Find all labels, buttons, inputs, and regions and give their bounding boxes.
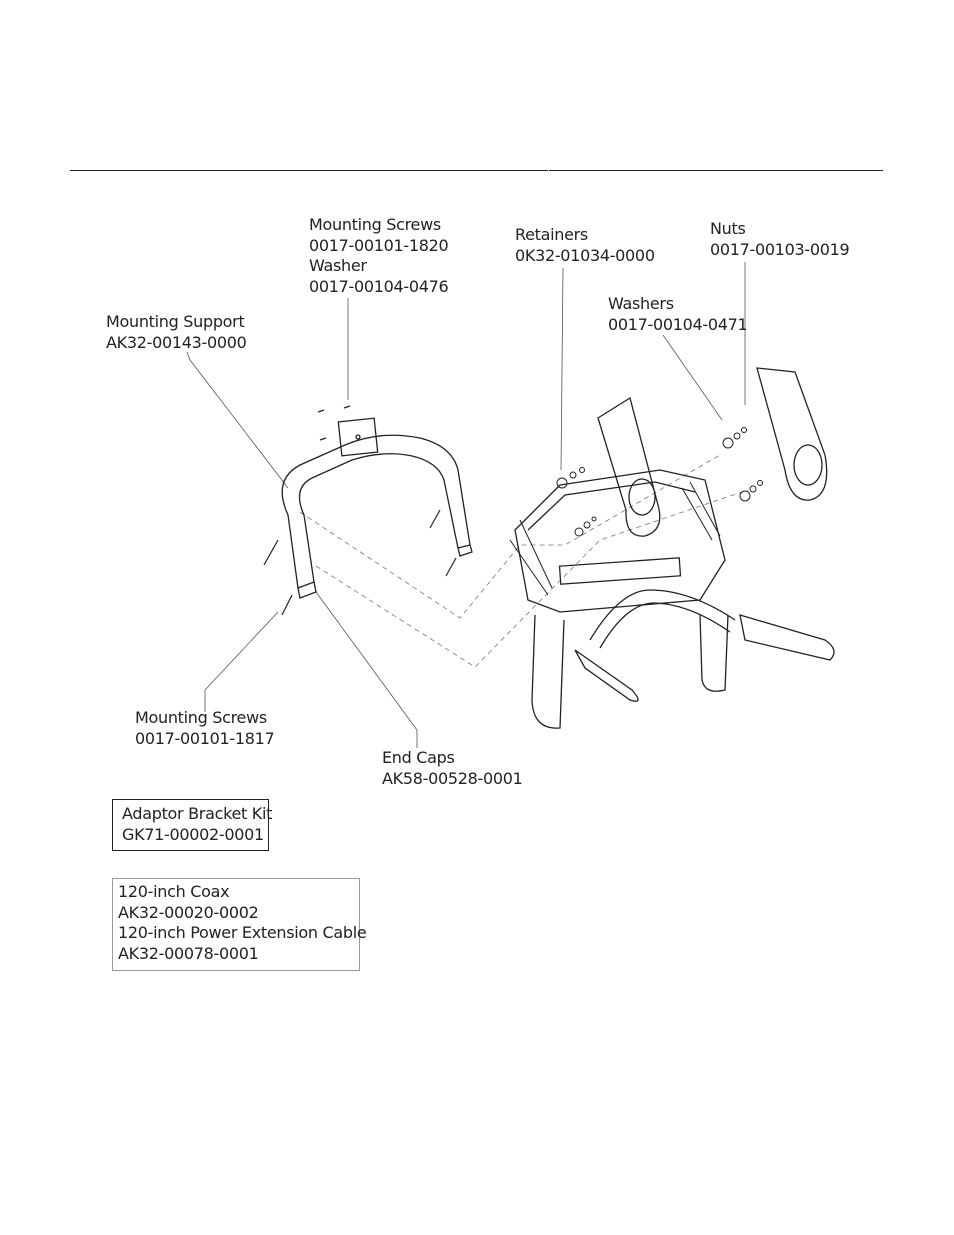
cable-box-coax-part: AK32-00020-0002	[118, 902, 259, 922]
label-mounting-screws-top-name: Mounting Screws	[309, 215, 441, 234]
cable-box-coax-name: 120-inch Coax	[118, 882, 230, 901]
label-mounting-support-part: AK32-00143-0000	[106, 332, 247, 352]
label-retainers: Retainers 0K32-01034-0000	[515, 225, 655, 266]
label-mounting-screws-top: Mounting Screws 0017-00101-1820 Washer 0…	[309, 215, 449, 297]
label-washer-name: Washer	[309, 256, 367, 275]
label-mounting-screws-bottom: Mounting Screws 0017-00101-1817	[135, 708, 275, 749]
adaptor-bracket-kit-box: Adaptor Bracket Kit GK71-00002-0001	[112, 799, 273, 851]
label-mounting-support-name: Mounting Support	[106, 312, 245, 331]
alignment-dashes	[299, 454, 749, 668]
header-rule-right	[549, 170, 883, 171]
screws	[263, 405, 457, 616]
header-rule-left	[70, 170, 548, 171]
mounting-support-part	[281, 417, 473, 599]
label-mounting-screws-bottom-part: 0017-00101-1817	[135, 728, 275, 748]
label-nuts: Nuts 0017-00103-0019	[710, 219, 850, 260]
label-washer-part: 0017-00104-0476	[309, 276, 449, 296]
cable-box-power-name: 120-inch Power Extension Cable	[118, 923, 367, 942]
upright-covers	[597, 367, 828, 537]
cable-box-power-part: AK32-00078-0001	[118, 943, 259, 963]
console-part	[509, 469, 835, 729]
label-retainers-name: Retainers	[515, 225, 588, 244]
label-washers-name: Washers	[608, 294, 674, 313]
cable-kit-box: 120-inch Coax AK32-00020-0002 120-inch P…	[112, 878, 367, 971]
label-nuts-part: 0017-00103-0019	[710, 239, 850, 259]
label-washers: Washers 0017-00104-0471	[608, 294, 748, 335]
label-mounting-screws-top-part: 0017-00101-1820	[309, 235, 449, 255]
label-end-caps-name: End Caps	[382, 748, 455, 767]
label-retainers-part: 0K32-01034-0000	[515, 245, 655, 265]
label-nuts-name: Nuts	[710, 219, 746, 238]
label-mounting-screws-bottom-name: Mounting Screws	[135, 708, 267, 727]
kit-box-part: GK71-00002-0001	[122, 824, 264, 844]
leader-lines	[186, 262, 746, 748]
label-end-caps: End Caps AK58-00528-0001	[382, 748, 523, 789]
label-mounting-support: Mounting Support AK32-00143-0000	[106, 312, 247, 353]
label-washers-part: 0017-00104-0471	[608, 314, 748, 334]
hardware	[556, 427, 763, 537]
kit-box-name: Adaptor Bracket Kit	[122, 804, 273, 823]
label-end-caps-part: AK58-00528-0001	[382, 768, 523, 788]
